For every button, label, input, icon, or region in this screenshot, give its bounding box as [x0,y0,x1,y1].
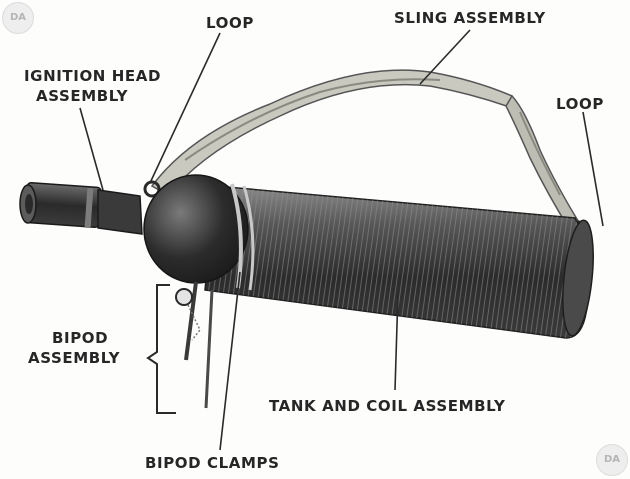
loop-ring-left [143,180,161,198]
tank-and-coil-assembly-label: TANK AND COIL ASSEMBLY [269,397,506,415]
loop-right-label: LOOP [556,95,604,113]
bipod-clamps-label: BIPOD CLAMPS [145,454,280,472]
bipod-assembly-label: BIPOD ASSEMBLY [28,328,120,368]
watermark-stamp-top-left: DA [2,2,34,34]
bipod-clamp-2 [242,185,255,291]
tank-end-cap [562,219,594,337]
leader-loop-top [149,32,221,184]
ignition-head-label-line-2: ASSEMBLY [36,87,129,105]
bipod-label-line-1: BIPOD [52,329,109,347]
watermark-stamp-bottom-right: DA [596,444,628,476]
ignition-head-label-line-1: IGNITION HEAD [24,67,162,85]
bipod-label-line-2: ASSEMBLY [28,349,121,367]
leader-loop-right [582,111,604,227]
leader-clamps [219,271,241,451]
bipod-leg-1 [184,281,198,361]
ignition-head-assembly-label: IGNITION HEAD ASSEMBLY [24,66,161,106]
leader-sling [419,29,471,85]
bipod-ring [175,288,193,306]
leader-lines [79,29,604,451]
sling-assembly-label: SLING ASSEMBLY [394,9,546,27]
bipod-leg-2 [204,289,214,409]
bipod-bracket [146,284,176,414]
leader-tank [394,291,399,391]
loop-top-label: LOOP [206,14,254,32]
leader-ignition [79,107,104,191]
